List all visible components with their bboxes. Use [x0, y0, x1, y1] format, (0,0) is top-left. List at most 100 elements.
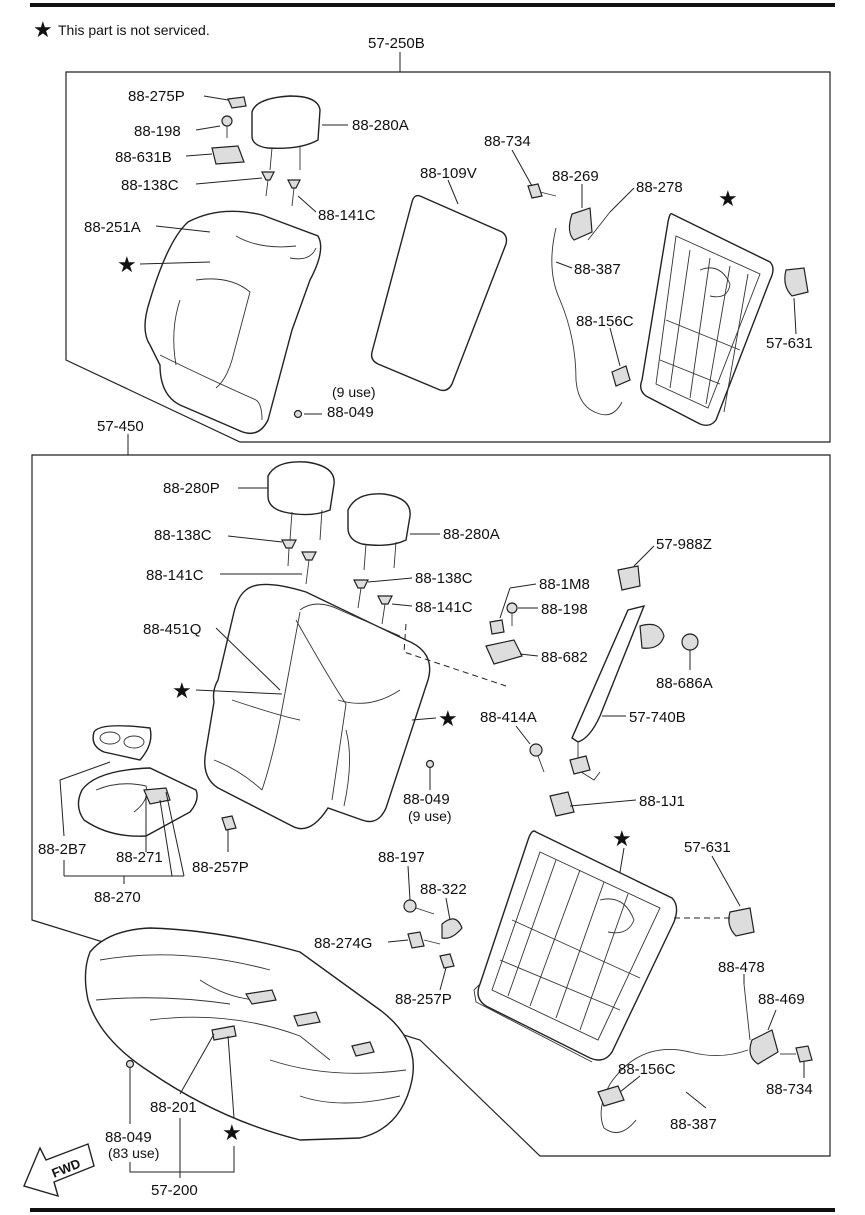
label-88-387-lower: 88-387 [670, 1116, 717, 1133]
clip-88-275P [227, 96, 247, 109]
label-88-451Q: 88-451Q [143, 621, 201, 638]
label-57-631-lower: 57-631 [684, 839, 731, 856]
clip-88-156C-upper [611, 365, 631, 387]
seatbelt-57-740B [569, 604, 665, 781]
label-88-156C-upper: 88-156C [576, 313, 634, 330]
label-88-631B: 88-631B [115, 149, 172, 166]
headrest-88-280P [267, 461, 335, 541]
backrest-upper [144, 210, 322, 434]
label-88-138C-lower-right: 88-138C [415, 570, 473, 587]
label-57-740B: 57-740B [629, 709, 686, 726]
label-88-156C-lower: 88-156C [618, 1061, 676, 1078]
label-88-257P-b: 88-257P [395, 991, 452, 1008]
label-57-200: 57-200 [151, 1182, 198, 1199]
label-88-322: 88-322 [420, 881, 467, 898]
star-upper-backrest-icon: ★ [117, 253, 137, 278]
upper-group-frame [65, 71, 831, 443]
cable-88-387-lower [600, 1048, 749, 1133]
label-88-109V: 88-109V [420, 165, 477, 182]
label-88-251A: 88-251A [84, 219, 141, 236]
clip-88-049-cushion [125, 1059, 135, 1069]
bolt-88-734-lower [780, 1045, 813, 1063]
label-88-2B7: 88-2B7 [38, 841, 86, 858]
lower-group-label: 57-450 [97, 418, 144, 435]
spring-88-322 [441, 918, 463, 939]
label-83-use: (83 use) [108, 1145, 159, 1161]
star-lower-backrest-right-icon: ★ [438, 707, 458, 732]
label-88-198-lower: 88-198 [541, 601, 588, 618]
label-88-1M8: 88-1M8 [539, 576, 590, 593]
label-88-1J1: 88-1J1 [639, 793, 685, 810]
top-rule [30, 3, 835, 7]
screw-88-198-upper [221, 115, 233, 138]
label-88-682: 88-682 [541, 649, 588, 666]
headrest-upper [251, 95, 321, 171]
label-88-280P: 88-280P [163, 480, 220, 497]
headrest-guides-lower-right [353, 579, 393, 625]
label-9-use-upper: (9 use) [332, 384, 376, 400]
label-88-201: 88-201 [150, 1099, 197, 1116]
cover-57-631-lower [728, 907, 755, 937]
star-lower-frame-icon: ★ [612, 827, 632, 852]
label-88-049-upper: 88-049 [327, 404, 374, 421]
label-88-141C-upper: 88-141C [318, 207, 376, 224]
label-88-271: 88-271 [116, 849, 163, 866]
nut-88-686A [681, 633, 699, 651]
frame-upper [639, 212, 774, 427]
bracket-88-631B [211, 145, 245, 165]
cable-88-387-upper [551, 227, 623, 416]
rod-88-278 [587, 211, 611, 241]
nut-88-257P-a [221, 815, 237, 831]
frame-lower [473, 830, 678, 1063]
latch-88-269 [568, 207, 593, 241]
clip-88-156C-lower [597, 1085, 625, 1107]
clip-88-049-upper [293, 409, 303, 419]
bolt-88-274G [407, 931, 441, 949]
lower-group-frame [31, 454, 831, 1157]
latch-88-469 [749, 1029, 779, 1065]
cover-57-631-upper [784, 267, 809, 297]
label-88-734-lower: 88-734 [766, 1081, 813, 1098]
bolt-88-197 [403, 899, 435, 915]
label-57-988Z: 57-988Z [656, 536, 712, 553]
cushion-group-bracket [129, 1146, 235, 1173]
label-88-280A-upper: 88-280A [352, 117, 409, 134]
label-88-049-lower: 88-049 [403, 791, 450, 808]
legend-star-icon: ★ [33, 18, 53, 43]
label-88-049-cushion: 88-049 [105, 1129, 152, 1146]
star-cushion-icon: ★ [222, 1121, 242, 1146]
label-88-269: 88-269 [552, 168, 599, 185]
cup-holder-88-2B7 [92, 725, 152, 761]
label-88-257P-a: 88-257P [192, 859, 249, 876]
headrest-88-280A-lower [347, 493, 411, 571]
armrest-88-271 [77, 767, 198, 837]
bolt-88-734-upper [527, 183, 557, 199]
legend-note: This part is not serviced. [58, 22, 210, 38]
label-88-197: 88-197 [378, 849, 425, 866]
label-88-280A-lower: 88-280A [443, 526, 500, 543]
label-88-387-upper: 88-387 [574, 261, 621, 278]
label-9-use-lower: (9 use) [408, 808, 452, 824]
backrest-lower [204, 583, 431, 830]
label-88-734-upper: 88-734 [484, 133, 531, 150]
label-57-631-upper: 57-631 [766, 335, 813, 352]
bolt-88-414A [529, 743, 545, 773]
label-88-275P: 88-275P [128, 88, 185, 105]
headrest-guides-lower-left [281, 539, 317, 585]
label-88-138C-lower-left: 88-138C [154, 527, 212, 544]
cap-57-988Z [617, 565, 641, 591]
screw-88-198-lower [506, 602, 518, 626]
armrest-bracket-line [59, 761, 111, 837]
seat-cushion [84, 927, 414, 1141]
star-upper-frame-icon: ★ [718, 187, 738, 212]
clip-88-049-lower [425, 759, 435, 769]
headrest-guides-upper [261, 171, 301, 207]
nut-88-257P-b [439, 953, 455, 969]
label-88-138C-upper: 88-138C [121, 177, 179, 194]
label-88-141C-lower-right: 88-141C [415, 599, 473, 616]
bottom-rule [30, 1208, 835, 1212]
label-88-469: 88-469 [758, 991, 805, 1008]
label-88-141C-lower-left: 88-141C [146, 567, 204, 584]
label-88-414A: 88-414A [480, 709, 537, 726]
